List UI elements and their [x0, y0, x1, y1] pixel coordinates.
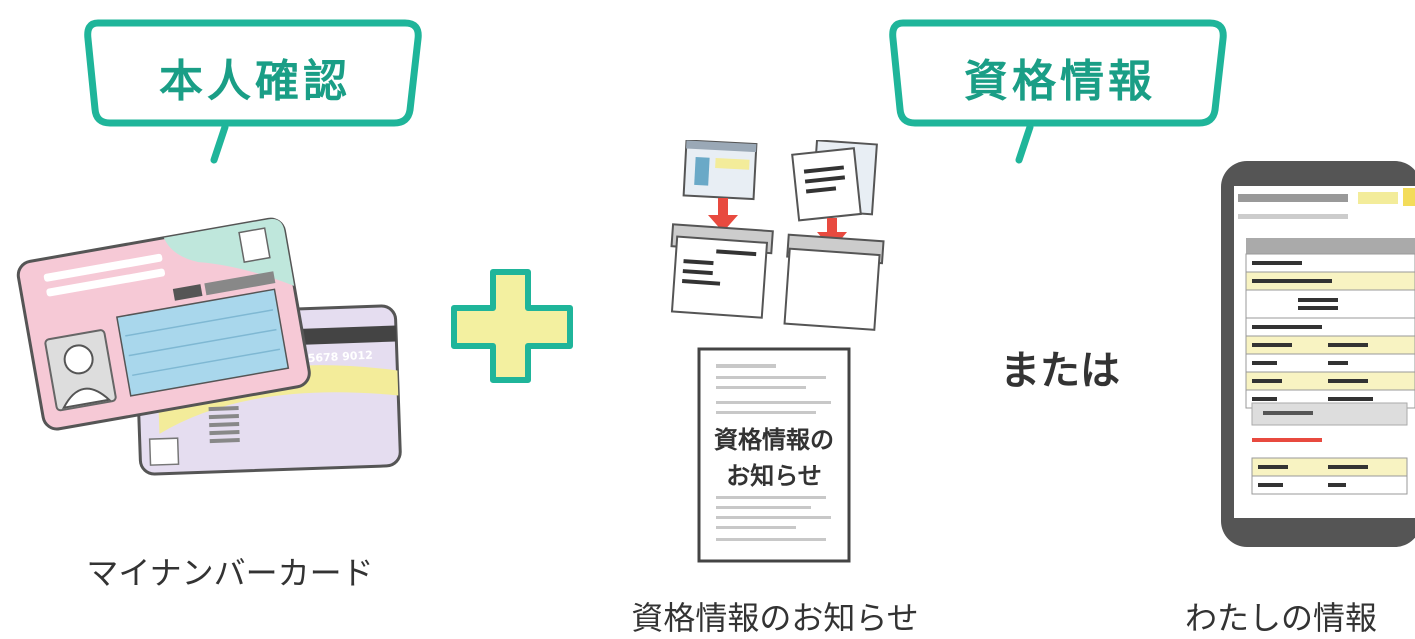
qualification-bubble-label: 資格情報: [964, 56, 1156, 107]
notice-document-title-line2: お知らせ: [726, 462, 822, 490]
caption-my-info: わたしの情報: [1185, 599, 1378, 637]
or-text: または: [1000, 348, 1120, 394]
notice-transfer-illustration: [665, 140, 890, 340]
caption-my-number-card: マイナンバーカード: [86, 554, 374, 592]
identity-bubble: [80, 15, 430, 165]
card-number-text: 5678 9012: [307, 349, 373, 365]
notice-document-title-line1: 資格情報の: [714, 426, 834, 454]
smartphone-illustration: [1218, 158, 1415, 550]
plus-icon: [448, 266, 578, 386]
notice-document-title: 資格情報の お知らせ: [696, 422, 852, 494]
caption-qualification-notice: 資格情報のお知らせ: [631, 599, 919, 637]
my-number-card-illustration: 5678 9012: [8, 200, 408, 490]
qualification-bubble: [885, 15, 1235, 165]
identity-bubble-label: 本人確認: [159, 56, 351, 107]
qualification-notice-document: [696, 346, 852, 564]
